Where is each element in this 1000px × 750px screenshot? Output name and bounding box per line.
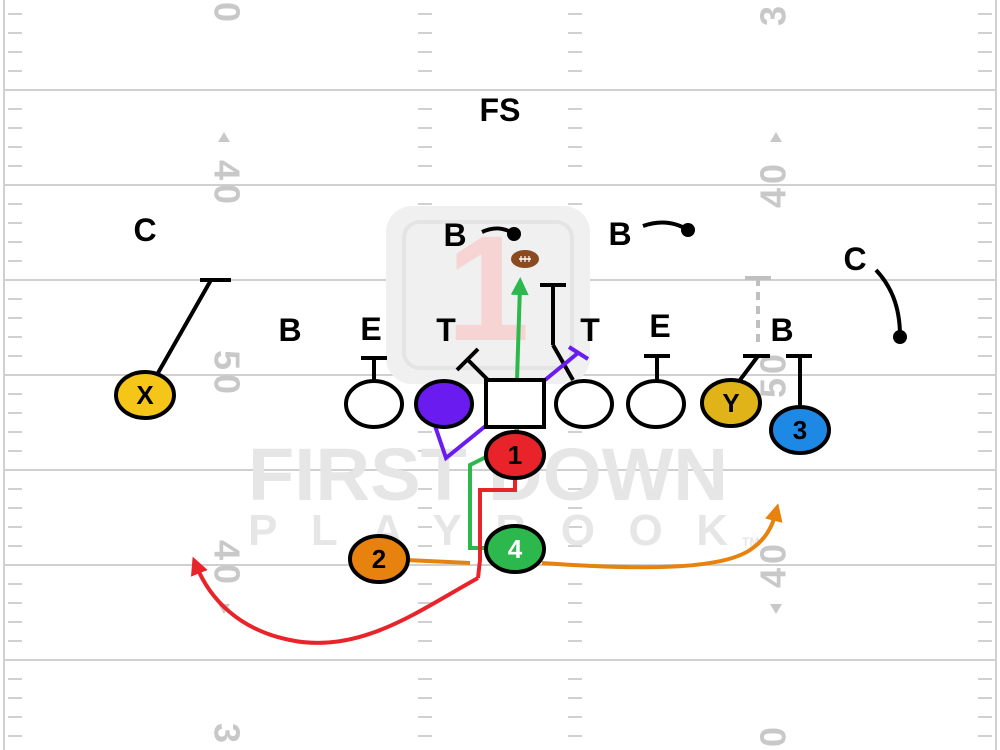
player-x: X xyxy=(114,370,176,420)
two-route-stem xyxy=(405,558,471,565)
defender-b-outside-right: B xyxy=(770,312,793,348)
left-tackle xyxy=(344,379,404,429)
yard-number: 40 xyxy=(753,160,794,208)
right-tackle xyxy=(626,379,686,429)
player-4-label: 4 xyxy=(508,534,523,564)
one-route-stem xyxy=(476,478,517,579)
direction-arrow-icon xyxy=(770,132,782,142)
defender-t-right: T xyxy=(580,312,600,348)
b-deep-right-dot xyxy=(681,223,695,237)
b-deep-left-dot xyxy=(507,227,521,241)
defender-e-left: E xyxy=(360,311,381,347)
center-purple-block xyxy=(543,351,580,382)
offense: X Y 3 1 2 4 xyxy=(114,370,831,584)
yard-number: 3 xyxy=(753,2,794,26)
lg-pull-block xyxy=(431,419,490,462)
defense: FS C C B B B E T T E B xyxy=(133,92,866,348)
yard-number: 40 xyxy=(206,160,247,208)
direction-arrow-icon xyxy=(770,604,782,614)
rg-block-1 xyxy=(551,344,575,381)
defender-b-deep-left: B xyxy=(443,217,466,253)
one-route xyxy=(190,556,479,645)
player-y: Y xyxy=(700,378,762,428)
right-guard xyxy=(554,379,614,429)
player-4: 4 xyxy=(484,524,546,574)
defender-b-outside-left: B xyxy=(278,312,301,348)
watermark-logo xyxy=(386,206,590,384)
left-guard xyxy=(414,379,474,429)
player-x-label: X xyxy=(136,380,154,410)
center-block xyxy=(466,358,490,382)
c-right-move xyxy=(874,268,902,337)
defender-c-right: C xyxy=(843,241,866,277)
yard-number: 3 xyxy=(206,723,247,747)
defender-b-deep-right: B xyxy=(608,216,631,252)
player-2-label: 2 xyxy=(372,544,386,574)
two-route xyxy=(541,503,783,570)
routes xyxy=(144,220,907,645)
defender-e-right: E xyxy=(649,308,670,344)
watermark-logo-inner xyxy=(402,220,574,370)
player-1-label: 1 xyxy=(508,440,522,470)
player-3: 3 xyxy=(769,405,831,455)
yard-number: 0 xyxy=(753,723,794,747)
center xyxy=(484,378,546,429)
player-1: 1 xyxy=(484,430,546,480)
c-right-dot xyxy=(893,330,907,344)
football-icon xyxy=(511,250,539,268)
direction-arrow-icon xyxy=(218,132,230,142)
defender-c-left: C xyxy=(133,212,156,248)
yard-number: 40 xyxy=(206,540,247,588)
defender-fs: FS xyxy=(480,92,521,128)
center-block-tbar xyxy=(455,347,480,372)
defender-t-left: T xyxy=(436,312,456,348)
yard-number: 0 xyxy=(206,2,247,26)
yard-number: 50 xyxy=(206,350,247,398)
center-purple-tbar xyxy=(567,345,590,361)
player-y-label: Y xyxy=(722,388,739,418)
player-2: 2 xyxy=(348,534,410,584)
player-3-label: 3 xyxy=(793,415,807,445)
yard-number: 40 xyxy=(753,540,794,588)
